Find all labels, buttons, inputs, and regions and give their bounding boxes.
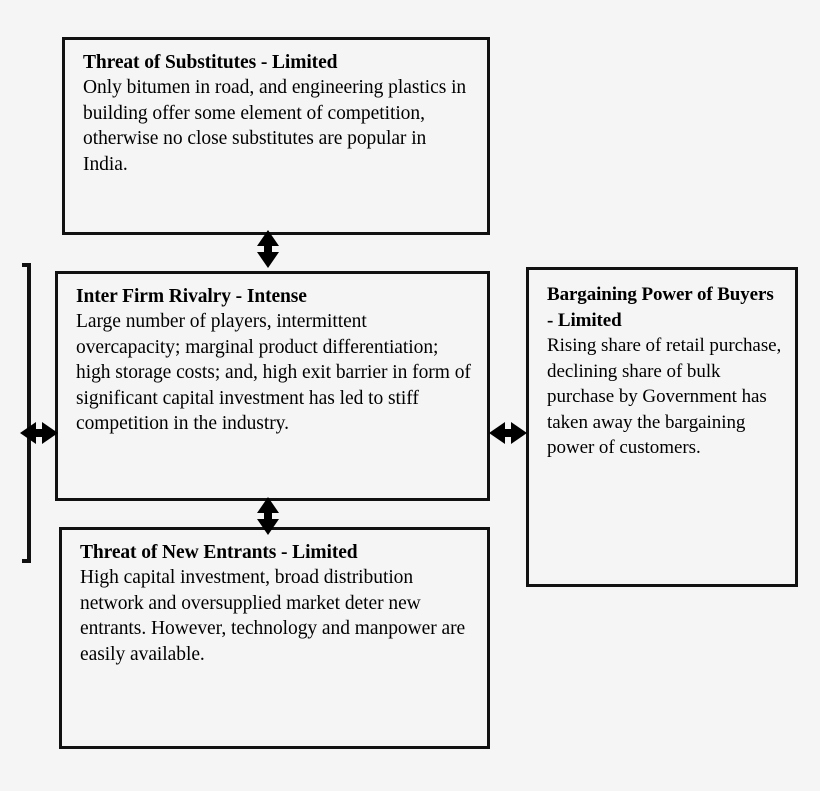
arrow-rivalry-to-buyers-icon — [489, 422, 527, 444]
suppliers-bracket — [22, 263, 31, 563]
arrow-substitutes-to-rivalry-icon — [257, 230, 279, 268]
force-body-entrants: High capital investment, broad distribut… — [80, 567, 466, 665]
force-box-bargaining-power-of-buyers[interactable]: Bargaining Power of Buyers - Limited Ris… — [526, 267, 798, 587]
force-title-entrants: Threat of New Entrants - Limited — [80, 542, 358, 563]
force-body-rivalry: Large number of players, intermittent ov… — [76, 311, 471, 434]
force-title-buyers: Bargaining Power of Buyers - Limited — [547, 284, 774, 331]
force-body-substitutes: Only bitumen in road, and engineering pl… — [83, 77, 467, 175]
force-box-threat-of-new-entrants[interactable]: Threat of New Entrants - Limited High ca… — [59, 527, 490, 749]
force-body-buyers: Rising share of retail purchase, declini… — [547, 335, 782, 458]
force-box-inter-firm-rivalry[interactable]: Inter Firm Rivalry - Intense Large numbe… — [55, 271, 490, 501]
arrow-suppliers-to-rivalry-icon — [20, 422, 58, 444]
force-title-substitutes: Threat of Substitutes - Limited — [83, 52, 338, 73]
force-box-threat-of-substitutes[interactable]: Threat of Substitutes - Limited Only bit… — [62, 37, 490, 235]
force-title-rivalry: Inter Firm Rivalry - Intense — [76, 286, 307, 307]
